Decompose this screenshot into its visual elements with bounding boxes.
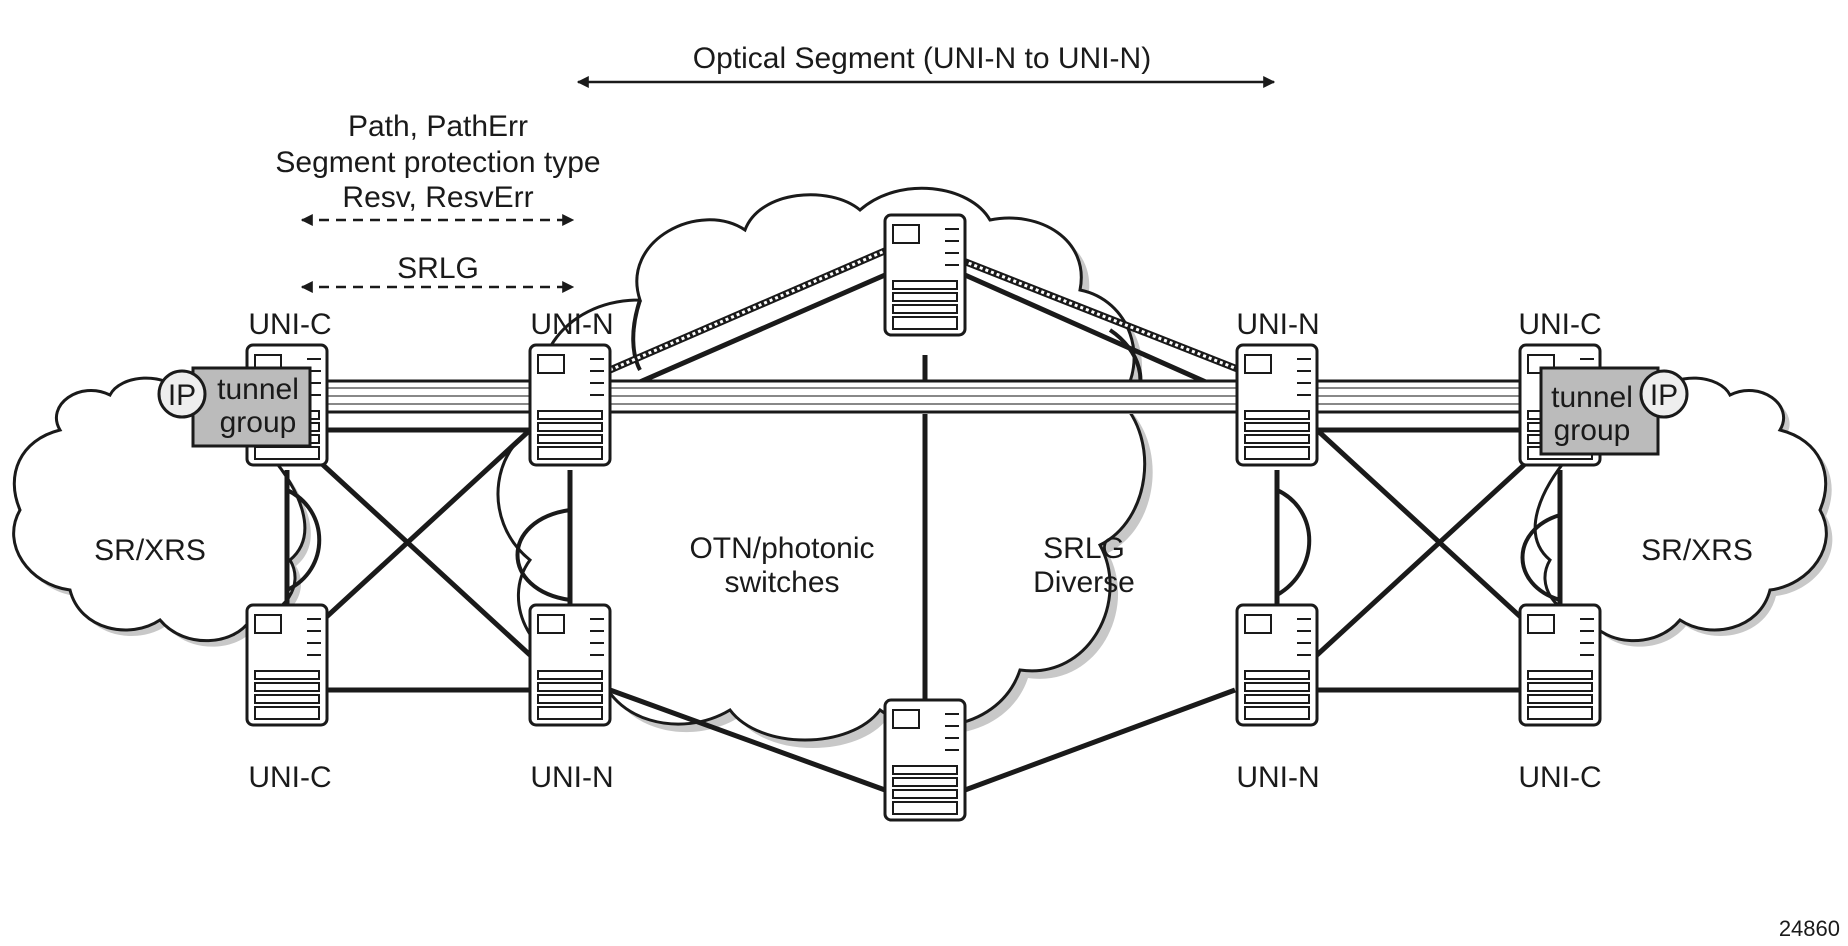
srlg-diverse-line1: SRLG <box>1043 532 1125 565</box>
otn-label-line2: switches <box>724 566 839 599</box>
uni-n-top-right-label: UNI-N <box>1236 308 1319 341</box>
router-uni-n-top-left <box>528 343 612 467</box>
tunnel-right-line1: tunnel <box>1551 381 1633 414</box>
router-uni-c-bottom-left <box>245 603 329 727</box>
srlg-diverse-line2: Diverse <box>1033 566 1135 599</box>
router-uni-n-bottom-right <box>1235 603 1319 727</box>
signaling-line2: Segment protection type <box>275 146 600 179</box>
uni-c-top-left-label: UNI-C <box>248 308 331 341</box>
uni-n-bottom-left-label: UNI-N <box>530 761 613 794</box>
cloud-left-label: SR/XRS <box>94 534 206 567</box>
tunnel-left-ip-badge: IP <box>168 379 196 412</box>
router-switch-bottom <box>883 698 967 822</box>
figure-number: 24860 <box>1779 916 1840 941</box>
signaling-line3: Resv, ResvErr <box>342 181 533 214</box>
tunnel-right-ip-badge: IP <box>1650 379 1678 412</box>
tunnel-left-line1: tunnel <box>217 373 299 406</box>
optical-segment-label: Optical Segment (UNI-N to UNI-N) <box>693 42 1151 75</box>
router-uni-n-bottom-left <box>528 603 612 727</box>
tunnel-left-line2: group <box>220 406 297 439</box>
srlg-label: SRLG <box>397 252 479 285</box>
signaling-line1: Path, PathErr <box>348 110 528 143</box>
tunnel-group-right: IP tunnel group <box>1539 366 1689 456</box>
uni-n-top-left-label: UNI-N <box>530 308 613 341</box>
router-uni-n-top-right <box>1235 343 1319 467</box>
cloud-center-outline <box>496 186 1147 742</box>
router-uni-c-bottom-right <box>1518 603 1602 727</box>
tunnel-right-line2: group <box>1554 414 1631 447</box>
cloud-right-label: SR/XRS <box>1641 534 1753 567</box>
uni-c-top-right-label: UNI-C <box>1518 308 1601 341</box>
tunnel-band <box>175 379 1660 414</box>
router-switch-top <box>883 213 967 337</box>
uni-c-bottom-right-label: UNI-C <box>1518 761 1601 794</box>
uni-n-bottom-right-label: UNI-N <box>1236 761 1319 794</box>
loop-arcs <box>286 299 1561 602</box>
tunnel-group-left: IP tunnel group <box>157 366 312 448</box>
otn-label-line1: OTN/photonic <box>689 532 874 565</box>
uni-c-bottom-left-label: UNI-C <box>248 761 331 794</box>
